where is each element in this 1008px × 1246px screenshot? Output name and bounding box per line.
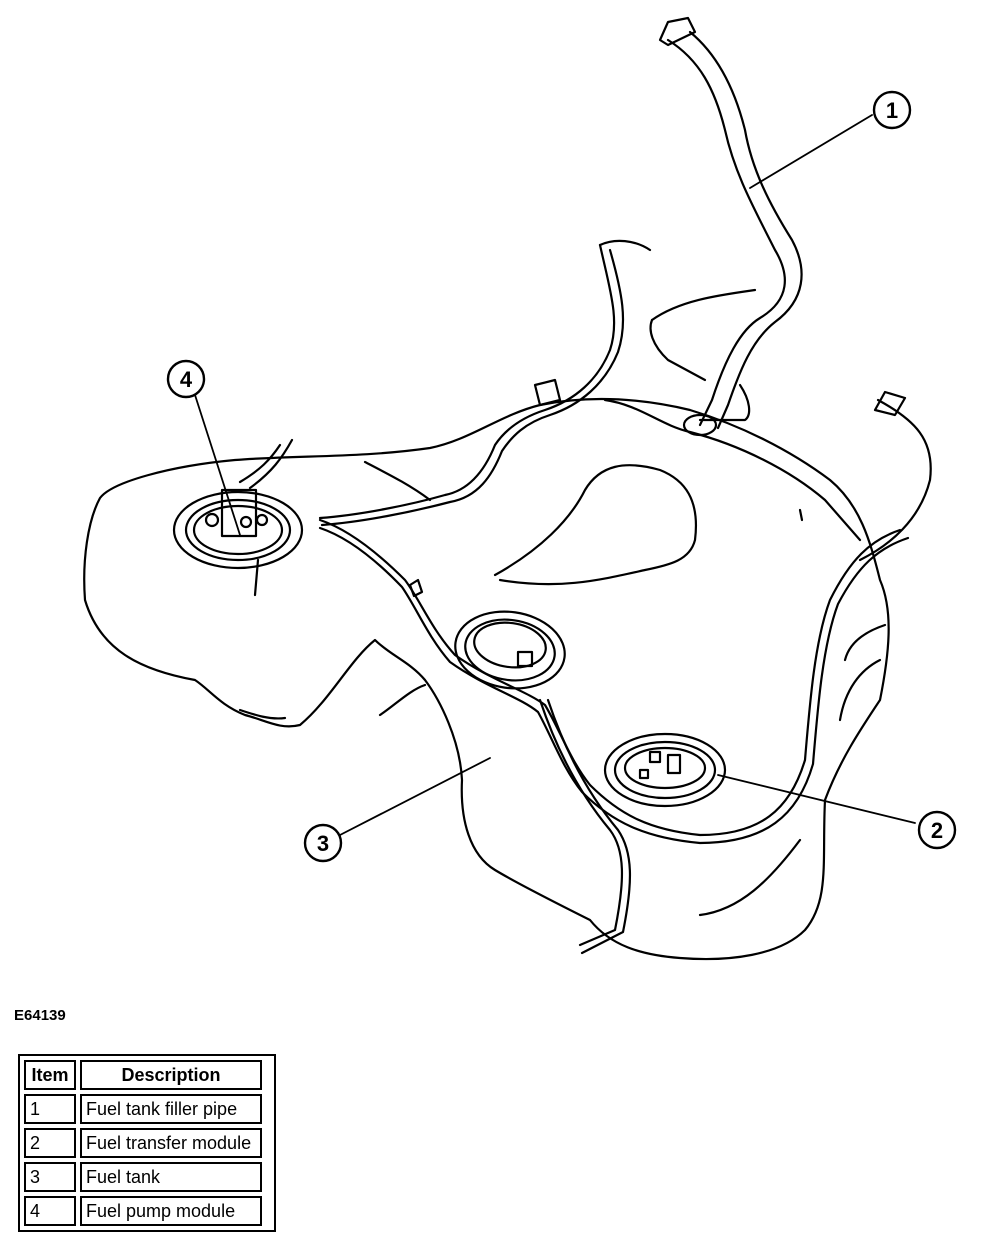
legend-table: Item Description 1 Fuel tank filler pipe… [20,1056,266,1230]
fuel-tank-outline [83,397,890,961]
table-row: 1 Fuel tank filler pipe [24,1094,262,1124]
legend-item-description: Fuel transfer module [80,1128,262,1158]
figure-code: E64139 [14,1007,66,1024]
table-row: 4 Fuel pump module [24,1196,262,1226]
callout-1: 1 [872,90,912,130]
legend-item-number: 1 [24,1094,76,1124]
callout-4: 4 [166,359,206,399]
leader-lines [194,114,916,836]
callout-3-label: 3 [317,831,329,856]
legend-item-number: 3 [24,1162,76,1192]
fuel-transfer-module [603,732,727,808]
legend-item-number: 2 [24,1128,76,1158]
legend-item-number: 4 [24,1196,76,1226]
table-row: 3 Fuel tank [24,1162,262,1192]
callout-1-label: 1 [886,98,898,123]
center-sender-unit [454,610,566,690]
legend-item-description: Fuel pump module [80,1196,262,1226]
callout-4-label: 4 [180,367,193,392]
callout-2: 2 [917,810,957,850]
legend-header-item: Item [24,1060,76,1090]
legend-table-frame: Item Description 1 Fuel tank filler pipe… [18,1054,276,1232]
legend-item-description: Fuel tank [80,1162,262,1192]
legend-header-description: Description [80,1060,262,1090]
callout-2-label: 2 [931,818,943,843]
legend-item-description: Fuel tank filler pipe [80,1094,262,1124]
filler-pipe [649,16,803,437]
fuel-tank-diagram: 1 2 3 4 [83,16,957,961]
legend-header-row: Item Description [24,1060,262,1090]
fuel-pump-module [172,488,304,570]
table-row: 2 Fuel transfer module [24,1128,262,1158]
callout-3: 3 [303,823,343,863]
fuel-lines [238,239,932,955]
